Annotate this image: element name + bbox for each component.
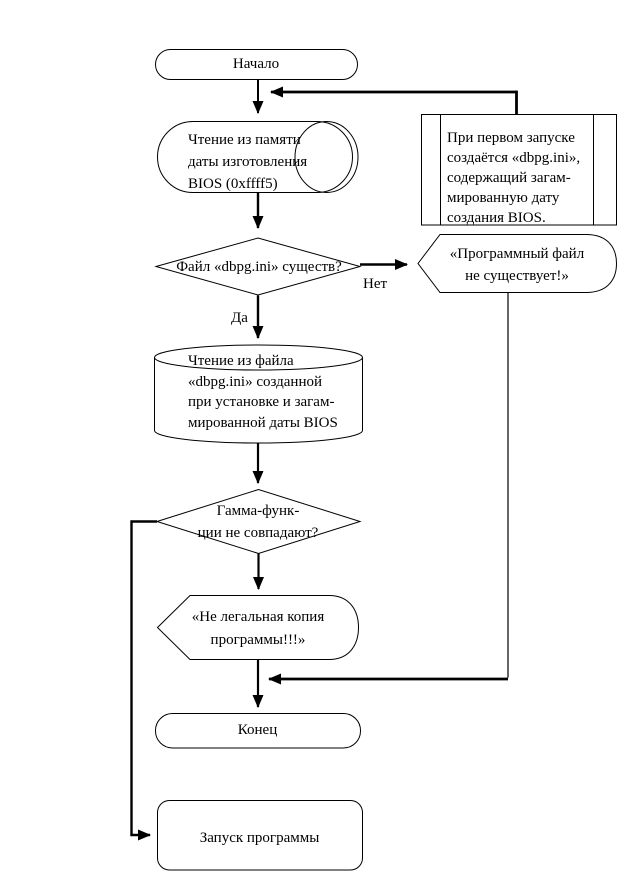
read-file-line: мированной даты BIOS xyxy=(188,414,338,431)
end-label: Конец xyxy=(237,722,278,738)
read-file-line: Чтение из файла xyxy=(188,353,294,369)
end-terminator xyxy=(155,713,361,749)
start-terminator xyxy=(155,49,358,80)
note-line: содержащий загам- xyxy=(447,170,571,186)
illegal-copy-line: программы!!!» xyxy=(210,631,306,648)
note-line: создания BIOS. xyxy=(447,210,546,226)
read-file-cylinder-top xyxy=(154,344,363,371)
illegal-copy-label: «Не легальная копия программы!!!» xyxy=(168,606,348,651)
stored-data-end-circle xyxy=(294,121,359,193)
read-bios-line: даты изготовления xyxy=(188,154,308,170)
read-file-line: «dbpg.ini» созданной xyxy=(188,373,323,390)
note-line: мированную дату xyxy=(447,190,560,206)
read-file-line: при установке и загам- xyxy=(188,394,335,410)
read-file-cylinder-body xyxy=(154,357,363,444)
illegal-copy-display-shape xyxy=(156,595,360,660)
read-file-label: Чтение из файла «dbpg.ini» созданной при… xyxy=(188,351,338,433)
run-program-label: Запуск программы xyxy=(199,830,320,846)
illegal-copy-line: «Не легальная копия xyxy=(191,609,325,625)
start-label: Начало xyxy=(232,56,280,72)
file-not-exists-line: не существует!» xyxy=(465,268,569,284)
file-exists-decision xyxy=(154,237,362,296)
gamma-check-decision xyxy=(155,488,362,555)
gamma-check-label: Гамма-функ- ции не совпадают? xyxy=(158,500,358,544)
read-bios-stored-data-shape xyxy=(157,121,353,193)
note-box xyxy=(421,114,617,226)
file-exists-label: Файл «dbpg.ini» существ? xyxy=(176,259,342,275)
gamma-check-line: ции не совпадают? xyxy=(197,525,319,541)
file-not-exists-label: «Программный файл не существует!» xyxy=(427,243,607,287)
note-line: создаётся «dbpg.ini», xyxy=(447,150,581,166)
run-program-process xyxy=(157,800,363,871)
read-bios-label: Чтение из памяти даты изготовления BIOS … xyxy=(188,129,307,195)
yes-edge-label: Да xyxy=(231,310,248,326)
note-label: При первом запуске создаётся «dbpg.ini»,… xyxy=(447,128,580,228)
file-not-exists-line: «Программный файл xyxy=(449,246,585,262)
no-edge-label: Нет xyxy=(363,276,388,292)
read-bios-line: BIOS (0xffff5) xyxy=(188,176,278,192)
read-bios-line: Чтение из памяти xyxy=(188,132,301,148)
gamma-check-line: Гамма-функ- xyxy=(216,503,300,519)
note-line: При первом запуске xyxy=(447,130,575,146)
connector-gamma-ok-to-run xyxy=(130,520,157,841)
file-not-exists-display-shape xyxy=(417,234,618,293)
